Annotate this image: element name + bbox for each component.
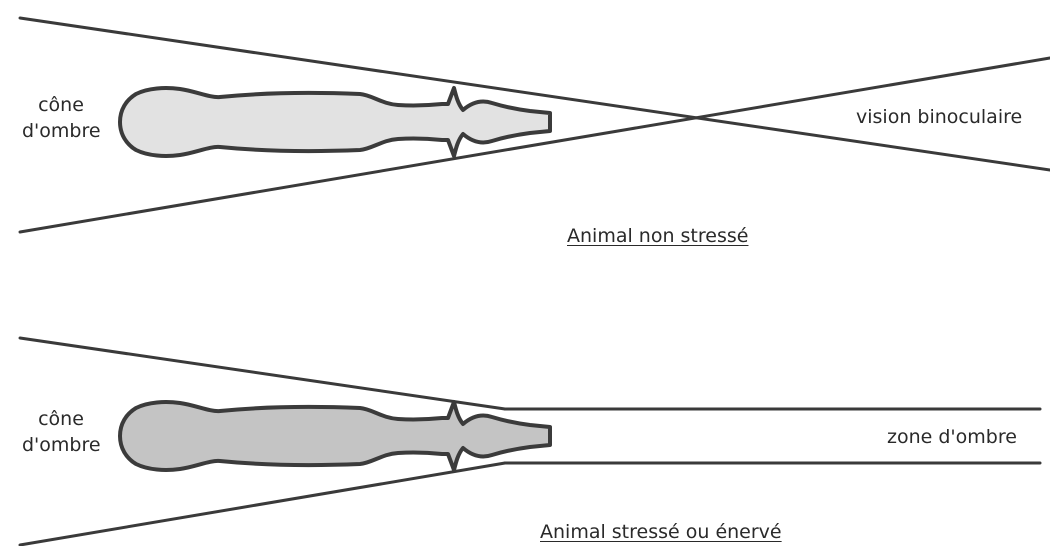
top-shadow-cone-label: cône d'ombre bbox=[22, 92, 100, 144]
bottom-shadow-cone-label-line2: d'ombre bbox=[22, 432, 100, 458]
animal-body-stressed bbox=[120, 402, 550, 470]
binocular-vision-label: vision binoculaire bbox=[856, 104, 1022, 130]
caption-stressed: Animal stressé ou énervé bbox=[540, 520, 782, 544]
upper-sight-line-bottom bbox=[20, 338, 505, 409]
top-shadow-cone-label-line2: d'ombre bbox=[22, 118, 100, 144]
shadow-zone-label: zone d'ombre bbox=[887, 424, 1017, 450]
bottom-shadow-cone-label-line1: cône bbox=[22, 406, 100, 432]
lower-sight-line-bottom bbox=[20, 463, 505, 545]
top-shadow-cone-label-line1: cône bbox=[22, 92, 100, 118]
bottom-shadow-cone-label: cône d'ombre bbox=[22, 406, 100, 458]
caption-relaxed: Animal non stressé bbox=[567, 224, 748, 248]
animal-body-relaxed bbox=[120, 88, 550, 156]
